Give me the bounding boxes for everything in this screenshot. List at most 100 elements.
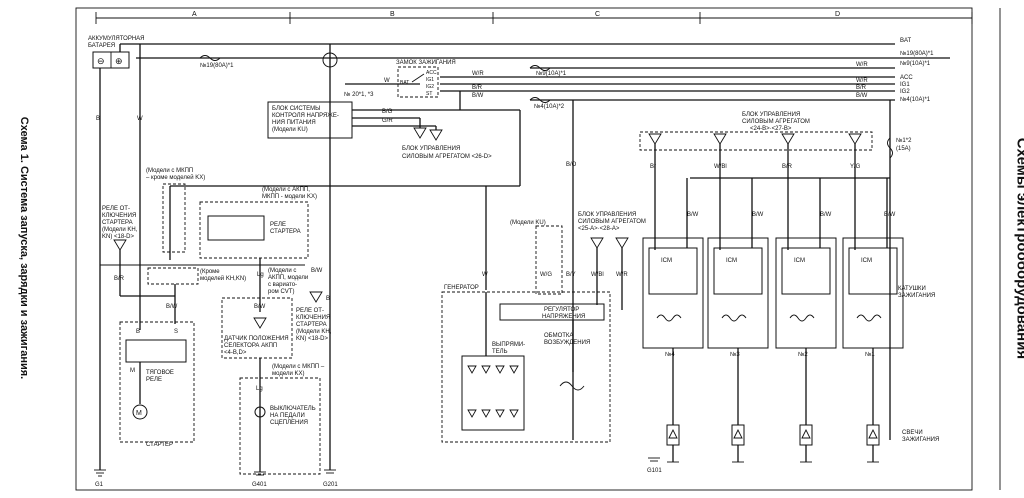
spark-plug-arrow-3 <box>801 428 811 439</box>
rectifier-l1: ВЫПРЯМИ- <box>492 342 525 348</box>
pcm-coils-l3: <24-B>·<27-B> <box>750 126 792 132</box>
ign-st: ST <box>426 91 432 97</box>
battery-label-1: АККУМУЛЯТОРНАЯ <box>88 36 144 42</box>
coils-section: БЛОК УПРАВЛЕНИЯ СИЛОВЫМ АГРЕГАТОМ <24-B>… <box>639 112 939 443</box>
mt-kx-l1: (Модели с МКПП – <box>272 364 325 370</box>
svg-text:G1: G1 <box>95 482 104 488</box>
fuse-19-left <box>199 55 221 61</box>
coil-unit-4: ICM №1 <box>842 133 904 463</box>
coil-housing-4 <box>842 237 904 349</box>
clutch-l1: ВЫКЛЮЧАТЕЛЬ <box>270 406 316 412</box>
cutoff-left-l2: КЛЮЧЕНИЯ <box>102 213 136 219</box>
cutoff-right-l4: (Модели KH, <box>296 329 332 335</box>
wire-wr-ign: W/R <box>472 71 484 77</box>
wire-gr: G/R <box>382 118 393 124</box>
bus-ig1: IG1 <box>900 82 910 88</box>
cutoff-right-l5: KN) <18-D> <box>296 336 329 342</box>
cylinder-label-2: №3 <box>730 351 740 358</box>
left-side-caption: Схема 1. Система запуска, зарядки и зажи… <box>18 116 30 380</box>
ground-g401: G401 <box>252 471 267 488</box>
svg-text:G201: G201 <box>323 482 338 488</box>
cutoff-left-l1: РЕЛЕ ОТ- <box>102 206 130 212</box>
wire-br-left: B/R <box>114 276 125 282</box>
grounds: G1 G401 G201 G101 <box>94 457 662 488</box>
spark-plug-arrow-4 <box>868 428 878 439</box>
pcm-top-l1: БЛОК УПРАВЛЕНИЯ <box>402 146 460 152</box>
rectifier-bridge <box>461 355 525 431</box>
pcm-gen-l2: СИЛОВЫМ АГРЕГАТОМ <box>578 219 646 225</box>
spark-plug-3 <box>799 424 813 446</box>
diagram-frame <box>75 7 973 491</box>
traction-relay-l2: РЕЛЕ <box>146 377 162 383</box>
coil-winding-4 <box>856 314 882 322</box>
icm-label-4: ICM <box>861 258 872 264</box>
battery-plus: ⊕ <box>115 56 123 66</box>
icm-label-3: ICM <box>794 258 805 264</box>
battery-label-2: БАТАРЕЯ <box>88 43 115 49</box>
pcm-coils-l2: СИЛОВЫМ АГРЕГАТОМ <box>742 119 810 125</box>
cylinder-label-4: №1 <box>865 351 875 358</box>
field-l1: ОБМОТКА <box>544 333 573 339</box>
except-kh-l1: (Кроме <box>200 269 220 275</box>
spark-plug-arrow-2 <box>733 428 743 439</box>
col-d: D <box>835 11 840 18</box>
generator-block: ГЕНЕРАТОР (Модели KU) W/G B/Y W/Bl W/R W… <box>441 212 646 443</box>
coil-unit-2: ICM №3 <box>707 133 769 463</box>
col-c: C <box>595 11 600 18</box>
cylinder-label-3: №2 <box>798 351 808 358</box>
svg-text:G101: G101 <box>647 468 662 474</box>
fuse-4-mid <box>529 97 551 103</box>
coil-unit-3: ICM №2 <box>775 133 837 463</box>
cutoff-right-l3: СТАРТЕРА <box>296 322 327 328</box>
ign-bat: BAT <box>400 80 409 86</box>
wire-wg: W/G <box>540 272 552 278</box>
regulator-l2: НАПРЯЖЕНИЯ <box>542 314 585 320</box>
models-at-l2: МКПП - модели KX) <box>262 194 317 200</box>
stator-winding <box>559 381 585 391</box>
starter-m: M <box>130 368 135 374</box>
coil-connector-1 <box>648 133 662 145</box>
ignition-switch-box <box>397 66 439 98</box>
generator-label: ГЕНЕРАТОР <box>444 285 479 291</box>
spark-plug-1 <box>666 424 680 446</box>
wire-br-right: B/R <box>856 85 867 91</box>
relay-area: (Модели с МКПП – кроме моделей KX) (Моде… <box>102 168 332 475</box>
main-wires <box>99 43 950 470</box>
ecu-supply-l3: НИЯ ПИТАНИЯ <box>272 120 316 126</box>
coil-winding-3 <box>789 314 815 322</box>
pcm-gen-l1: БЛОК УПРАВЛЕНИЯ <box>578 212 636 218</box>
wire-br-ign: B/R <box>472 85 483 91</box>
bus-ig2: IG2 <box>900 89 910 95</box>
wire-bw-left: B/W <box>166 304 178 310</box>
regulator <box>499 303 605 321</box>
wire-bw-c2: B/W <box>752 212 764 218</box>
icm-label-2: ICM <box>726 258 737 264</box>
at-models-l2: АКПП, модели <box>268 275 308 281</box>
coils-l1: КАТУШКИ <box>898 286 926 292</box>
icm-module-4 <box>848 247 898 295</box>
wire-bo: B/O <box>566 162 577 168</box>
pcm-coils-l1: БЛОК УПРАВЛЕНИЯ <box>742 112 800 118</box>
except-kh-l2: моделей KH,KN) <box>200 275 246 282</box>
fuse-1-label: №1*2 <box>896 137 912 144</box>
cutoff-left-l5: KN) <18-D> <box>102 234 135 240</box>
ignition-switch: ЗАМОК ЗАЖИГАНИЯ BAT ACC IG1 IG2 ST W W/R… <box>384 60 484 99</box>
bus-fuse-9: №9(10А)*1 <box>900 60 931 67</box>
starter-label: СТАРТЕР <box>146 442 173 448</box>
wire-wr-right1: W/R <box>856 62 868 68</box>
selector-l3: <4-B,D> <box>224 350 247 356</box>
clutch-l3: СЦЕПЛЕНИЯ <box>270 420 308 426</box>
ignition-switch-title: ЗАМОК ЗАЖИГАНИЯ <box>396 60 456 66</box>
clutch-switch-symbol <box>254 406 266 418</box>
ign-ig1: IG1 <box>426 77 434 83</box>
wire-bw-relay: B/W <box>311 268 323 274</box>
cutoff-left-l4: (Модели KH, <box>102 227 138 233</box>
traction-relay <box>125 339 187 363</box>
coil-connector-3 <box>781 133 795 145</box>
fuses: №19(80А)*1 № 20*1, *3 №9(10А)*1 №4(10А)*… <box>199 52 912 159</box>
pcm-top-l2: СИЛОВЫМ АГРЕГАТОМ <26-D> <box>402 154 492 160</box>
models-at-l1: (Модели с АКПП, <box>262 187 310 193</box>
starter-b: B <box>136 329 140 335</box>
coil-housing-2 <box>707 237 769 349</box>
